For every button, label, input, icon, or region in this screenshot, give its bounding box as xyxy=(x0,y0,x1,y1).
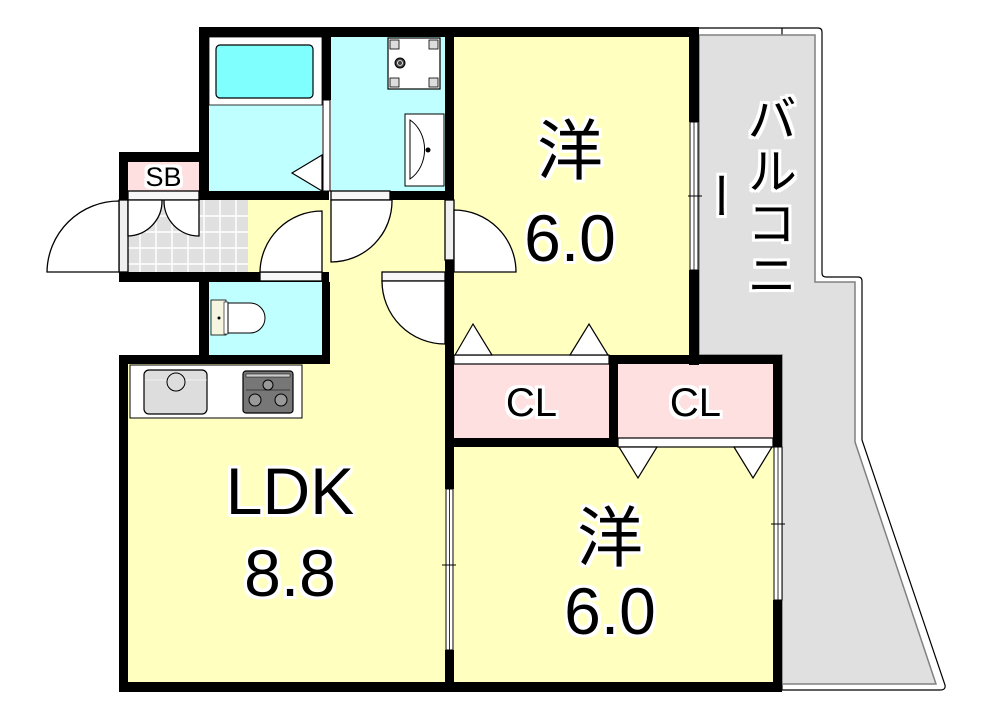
closet-south-doors[interactable] xyxy=(617,437,774,480)
bedroom-south-size: 6.0 xyxy=(564,574,656,648)
bedroom-south-floor xyxy=(454,438,773,682)
closet-north-doors[interactable] xyxy=(453,322,610,365)
ldk-name: LDK xyxy=(225,454,355,528)
sliding-door-ldk-bedroom[interactable] xyxy=(442,488,456,651)
window-north-bedroom xyxy=(688,121,702,271)
closet-north-floor xyxy=(454,364,609,438)
shoe-box-label: SB xyxy=(145,162,182,192)
washing-machine-pan-icon xyxy=(387,37,441,90)
ldk-size: 8.8 xyxy=(244,536,336,610)
door-washroom[interactable] xyxy=(330,190,393,263)
bedroom-north-size: 6.0 xyxy=(524,201,616,275)
washbasin-icon xyxy=(404,113,445,187)
bedroom-south-name: 洋 xyxy=(577,501,643,575)
door-bedroom-north[interactable] xyxy=(444,199,517,273)
closet-south-floor xyxy=(618,364,773,438)
shoe-box-floor xyxy=(128,162,199,191)
closet-north-label: CL xyxy=(505,381,558,425)
gas-stove-icon xyxy=(242,370,294,414)
kitchen-sink-icon xyxy=(143,369,208,415)
bedroom-north-floor xyxy=(454,37,689,355)
entrance-tile-grid xyxy=(128,200,248,272)
balcony-label: バルコニー xyxy=(689,93,797,301)
bath-sliding-door[interactable] xyxy=(322,99,331,192)
window-south-bedroom xyxy=(771,446,785,601)
bedroom-north-name: 洋 xyxy=(537,114,603,188)
toilet-icon xyxy=(210,299,266,336)
door-ldk[interactable] xyxy=(381,271,446,345)
closet-south-label: CL xyxy=(669,381,722,425)
walls xyxy=(119,27,782,692)
bath-door-triangle-icon xyxy=(290,153,323,193)
bathtub-icon xyxy=(208,36,323,106)
door-toilet[interactable] xyxy=(259,210,323,282)
door-shoe-box[interactable] xyxy=(127,190,200,237)
door-front-entrance[interactable] xyxy=(46,199,129,273)
